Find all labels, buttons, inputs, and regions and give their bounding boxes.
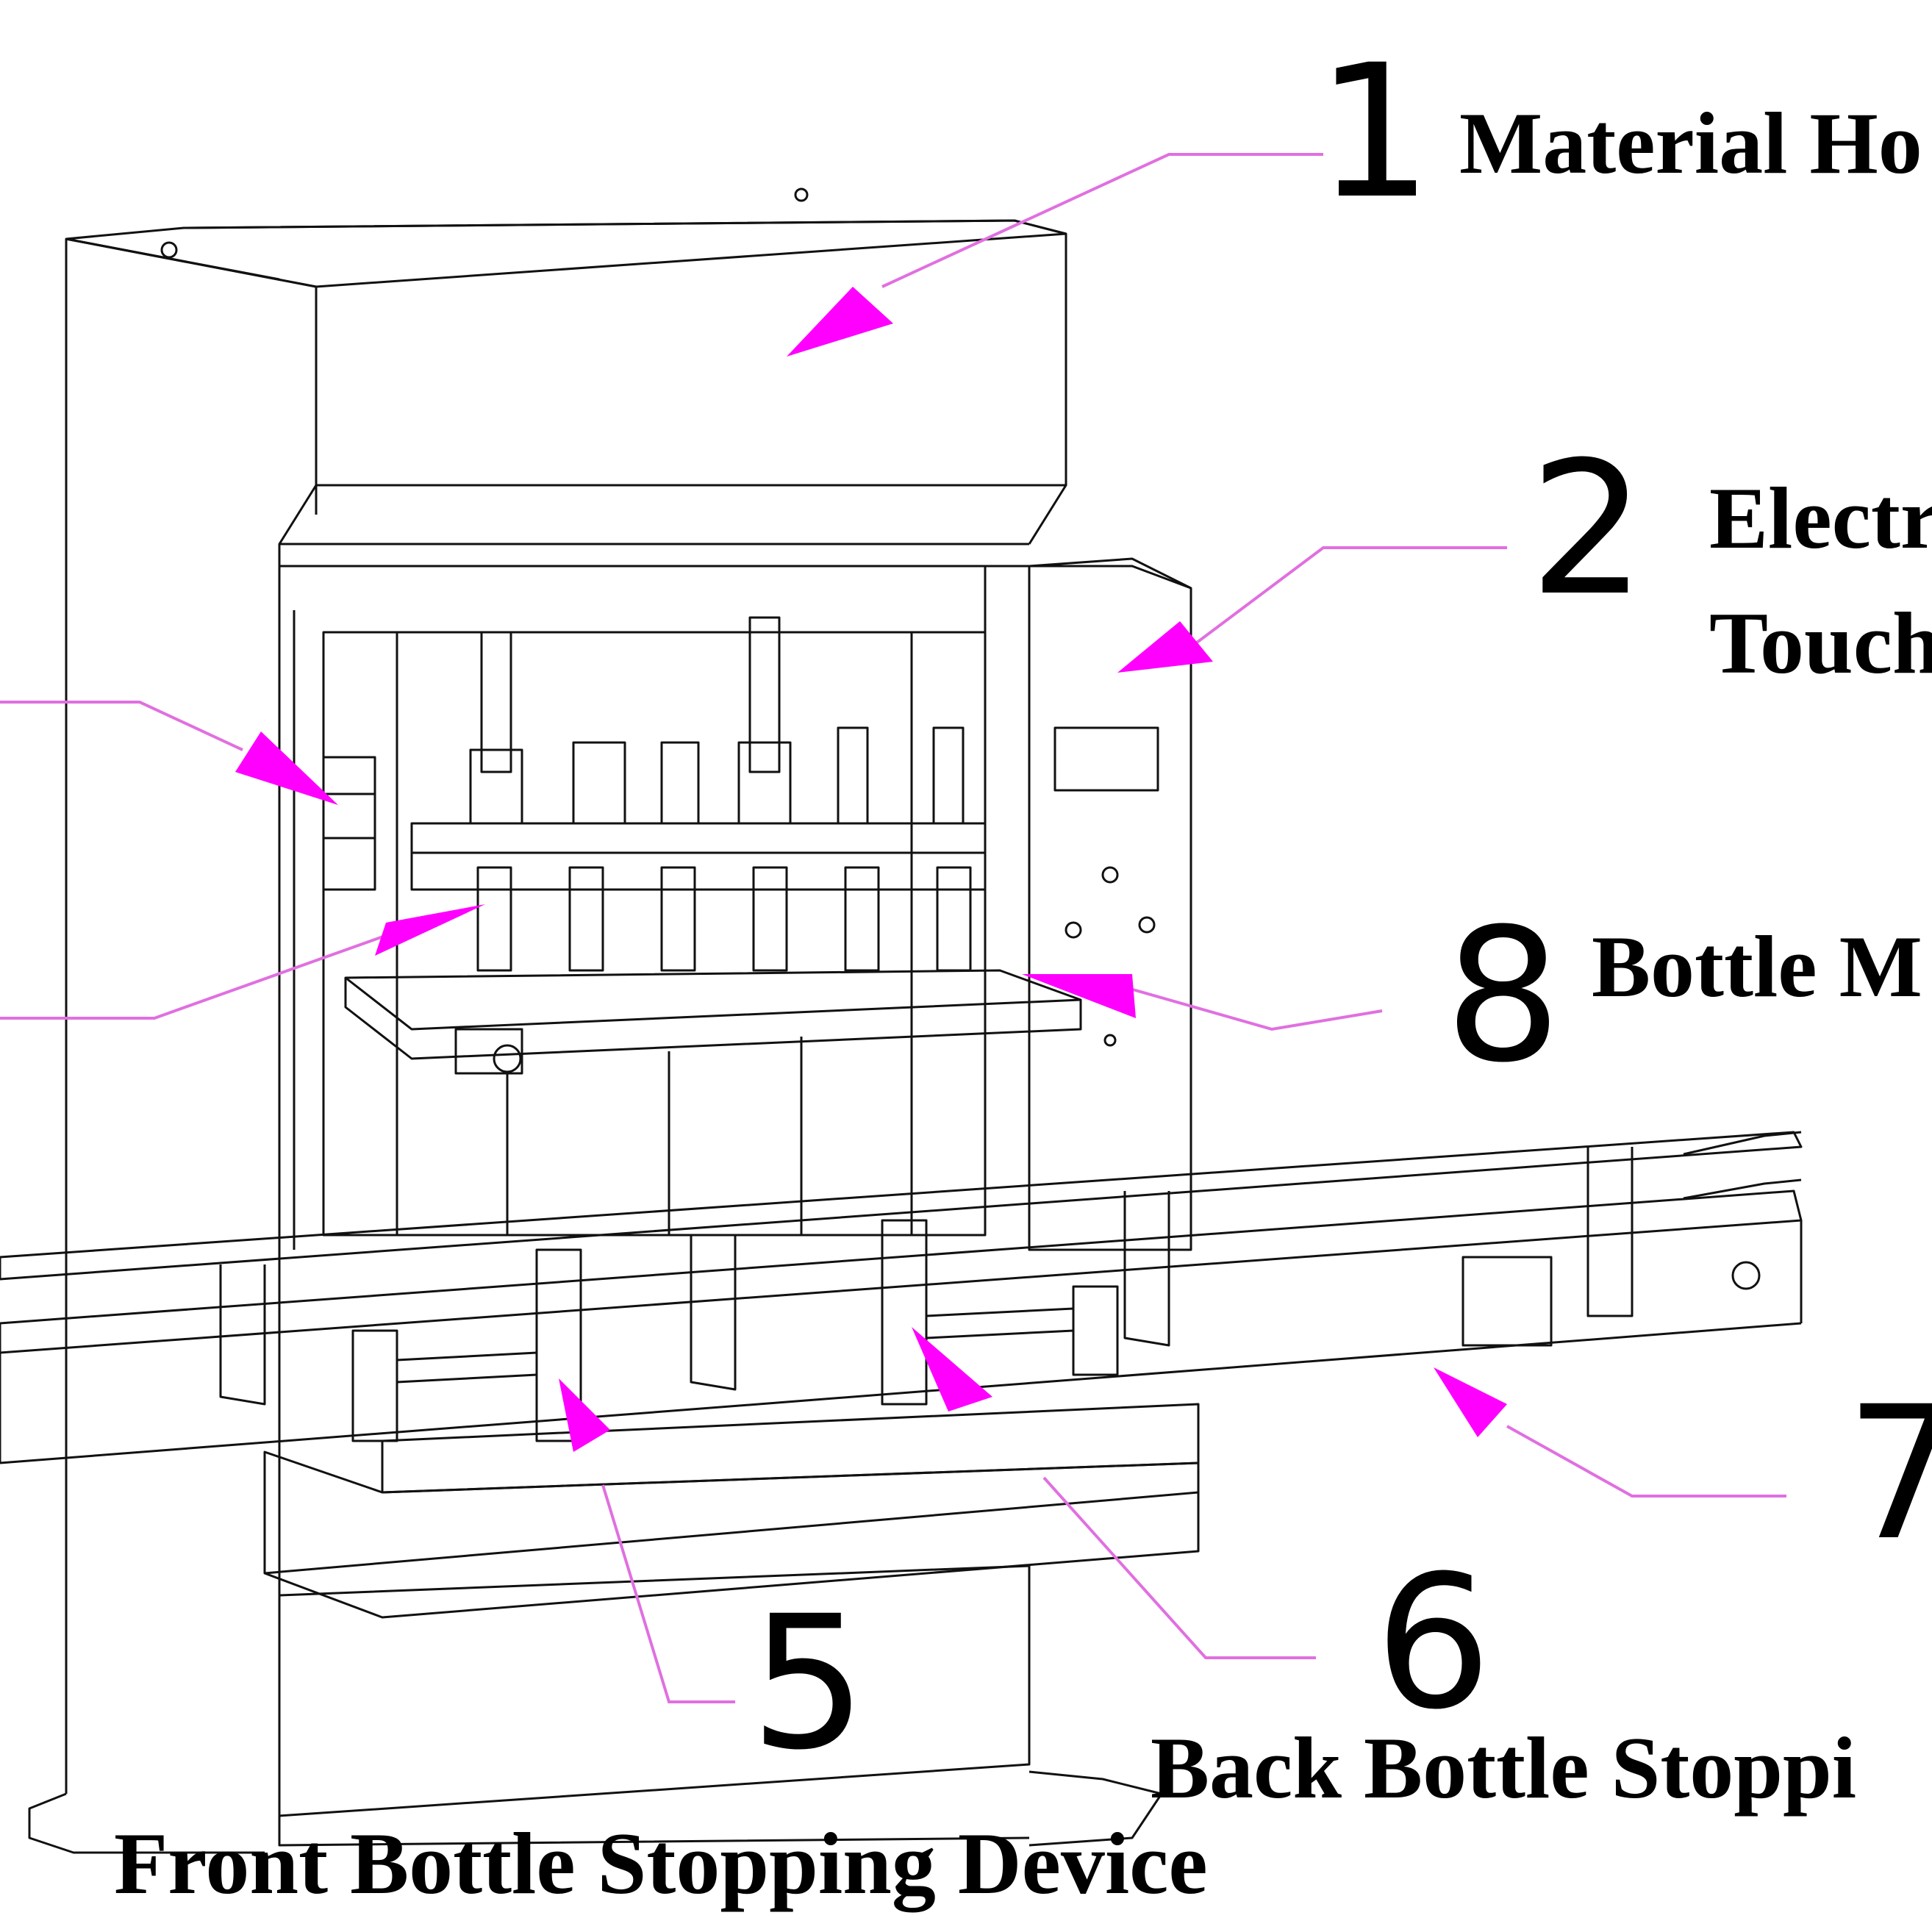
callout-number-6: 6 — [1375, 1536, 1492, 1750]
bottle-stoppers — [351, 1219, 1119, 1442]
filling-nozzles — [322, 726, 1082, 1235]
callout-number-5: 5 — [750, 1576, 867, 1790]
conveyor — [0, 1131, 1803, 1464]
leader-arrows — [235, 287, 1507, 1452]
callout-label-8: Bottle M — [1592, 917, 1922, 1015]
callout-number-7: 7 — [1845, 1367, 1932, 1581]
material-hopper — [65, 187, 1067, 610]
left-frame-panel — [28, 237, 296, 1854]
callout-label-5: Front Bottle Stopping Device — [114, 1814, 1208, 1912]
callout-label-1: Material Ho — [1459, 94, 1922, 192]
callout-label-6: Back Bottle Stoppi — [1151, 1719, 1857, 1817]
callout-number-8: 8 — [1445, 889, 1562, 1103]
callout-number-1: 1 — [1316, 25, 1434, 239]
machine-base — [263, 1403, 1200, 1847]
leader-lines — [0, 153, 1786, 1703]
callout-label-2-line1: Electr — [1709, 469, 1932, 567]
callout-number-2: 2 — [1529, 422, 1647, 636]
callout-label-2-line2: Touch — [1709, 594, 1932, 692]
